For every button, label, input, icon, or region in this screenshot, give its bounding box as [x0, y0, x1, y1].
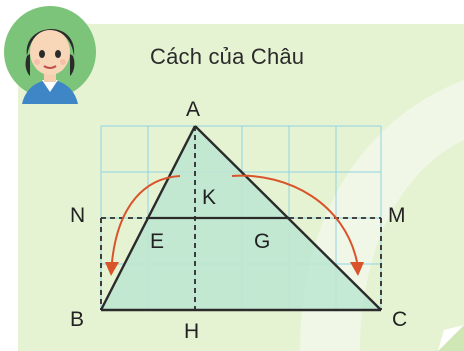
page-title: Cách của Châu [150, 44, 305, 69]
label-c: C [392, 308, 407, 331]
label-b: B [70, 308, 84, 331]
left-arrowhead [105, 262, 119, 276]
label-n: N [70, 204, 85, 227]
label-e: E [150, 230, 164, 253]
label-g: G [254, 230, 270, 253]
right-arrow [231, 174, 358, 263]
left-arrow [111, 175, 181, 263]
rotation-arrows [111, 174, 358, 263]
right-arrowhead [350, 262, 364, 276]
label-m: M [388, 204, 406, 227]
label-h: H [184, 320, 199, 343]
girl-avatar-icon [4, 6, 96, 104]
label-k: K [202, 186, 216, 209]
label-a: A [186, 98, 200, 121]
